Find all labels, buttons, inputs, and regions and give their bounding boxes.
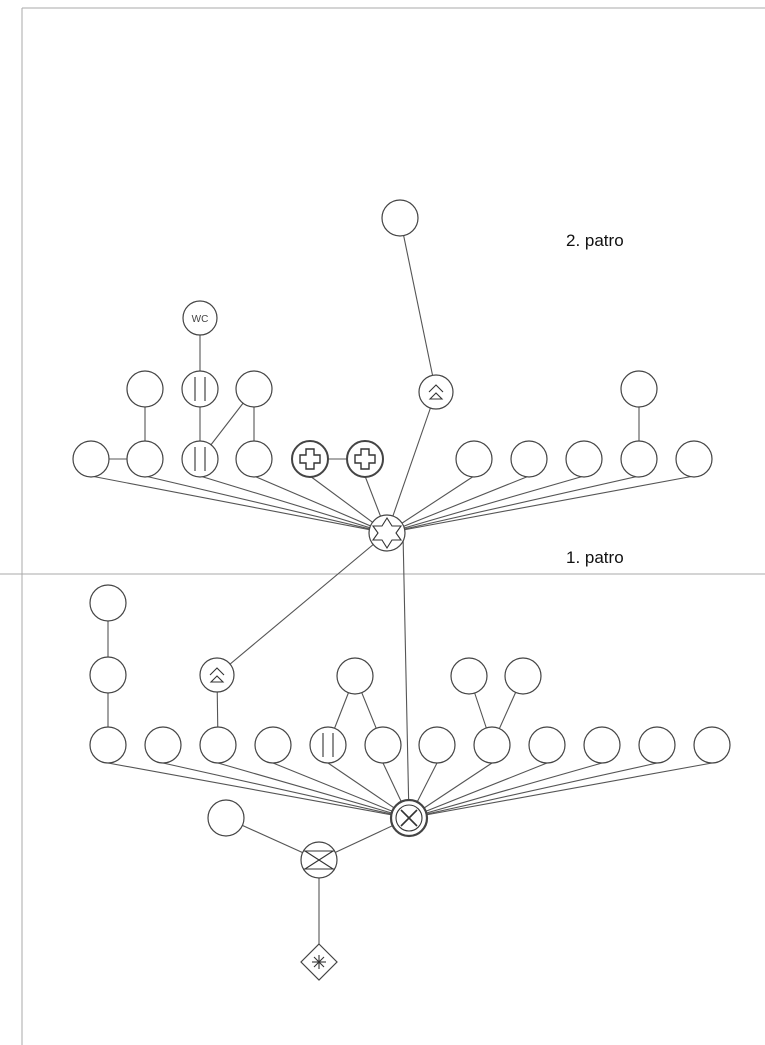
room-node xyxy=(89,726,127,764)
x-hub-icon xyxy=(389,798,429,838)
edges-between-floors xyxy=(216,532,410,819)
room-node xyxy=(693,726,731,764)
floor-label-1: 1. patro xyxy=(566,548,624,567)
room-node xyxy=(620,370,658,408)
room-node xyxy=(638,726,676,764)
room-node xyxy=(144,726,182,764)
room-node xyxy=(381,199,419,237)
upper-floor-nodes: WC xyxy=(72,199,713,552)
room-node xyxy=(510,440,548,478)
wc-node: WC xyxy=(182,300,218,336)
pause-symbol-node xyxy=(309,726,347,764)
edges-upper-floor xyxy=(90,217,695,534)
stairs-up-icon xyxy=(418,374,454,410)
room-node xyxy=(450,657,488,695)
wc-label: WC xyxy=(192,314,209,325)
room-node xyxy=(675,440,713,478)
room-node xyxy=(583,726,621,764)
room-node xyxy=(418,726,456,764)
room-node xyxy=(455,440,493,478)
meter-icon xyxy=(300,841,338,879)
room-node xyxy=(72,440,110,478)
room-node xyxy=(207,799,245,837)
room-node xyxy=(126,440,164,478)
pause-symbol-node xyxy=(181,440,219,478)
room-node xyxy=(473,726,511,764)
plus-icon xyxy=(346,440,384,478)
lower-floor-nodes xyxy=(89,584,731,981)
room-node xyxy=(528,726,566,764)
stairs-up-icon xyxy=(199,657,235,693)
plus-icon xyxy=(291,440,329,478)
source-diamond-icon xyxy=(300,943,338,981)
room-node xyxy=(89,656,127,694)
star-hub-icon xyxy=(368,514,406,552)
room-node xyxy=(364,726,402,764)
room-node xyxy=(336,657,374,695)
room-node xyxy=(235,440,273,478)
floor-label-2: 2. patro xyxy=(566,231,624,250)
edges-lower-floor xyxy=(107,603,713,962)
room-node xyxy=(620,440,658,478)
pause-symbol-node xyxy=(181,370,219,408)
room-node xyxy=(504,657,542,695)
room-node xyxy=(199,726,237,764)
room-node xyxy=(565,440,603,478)
room-node xyxy=(254,726,292,764)
room-node xyxy=(89,584,127,622)
room-node xyxy=(235,370,273,408)
room-node xyxy=(126,370,164,408)
